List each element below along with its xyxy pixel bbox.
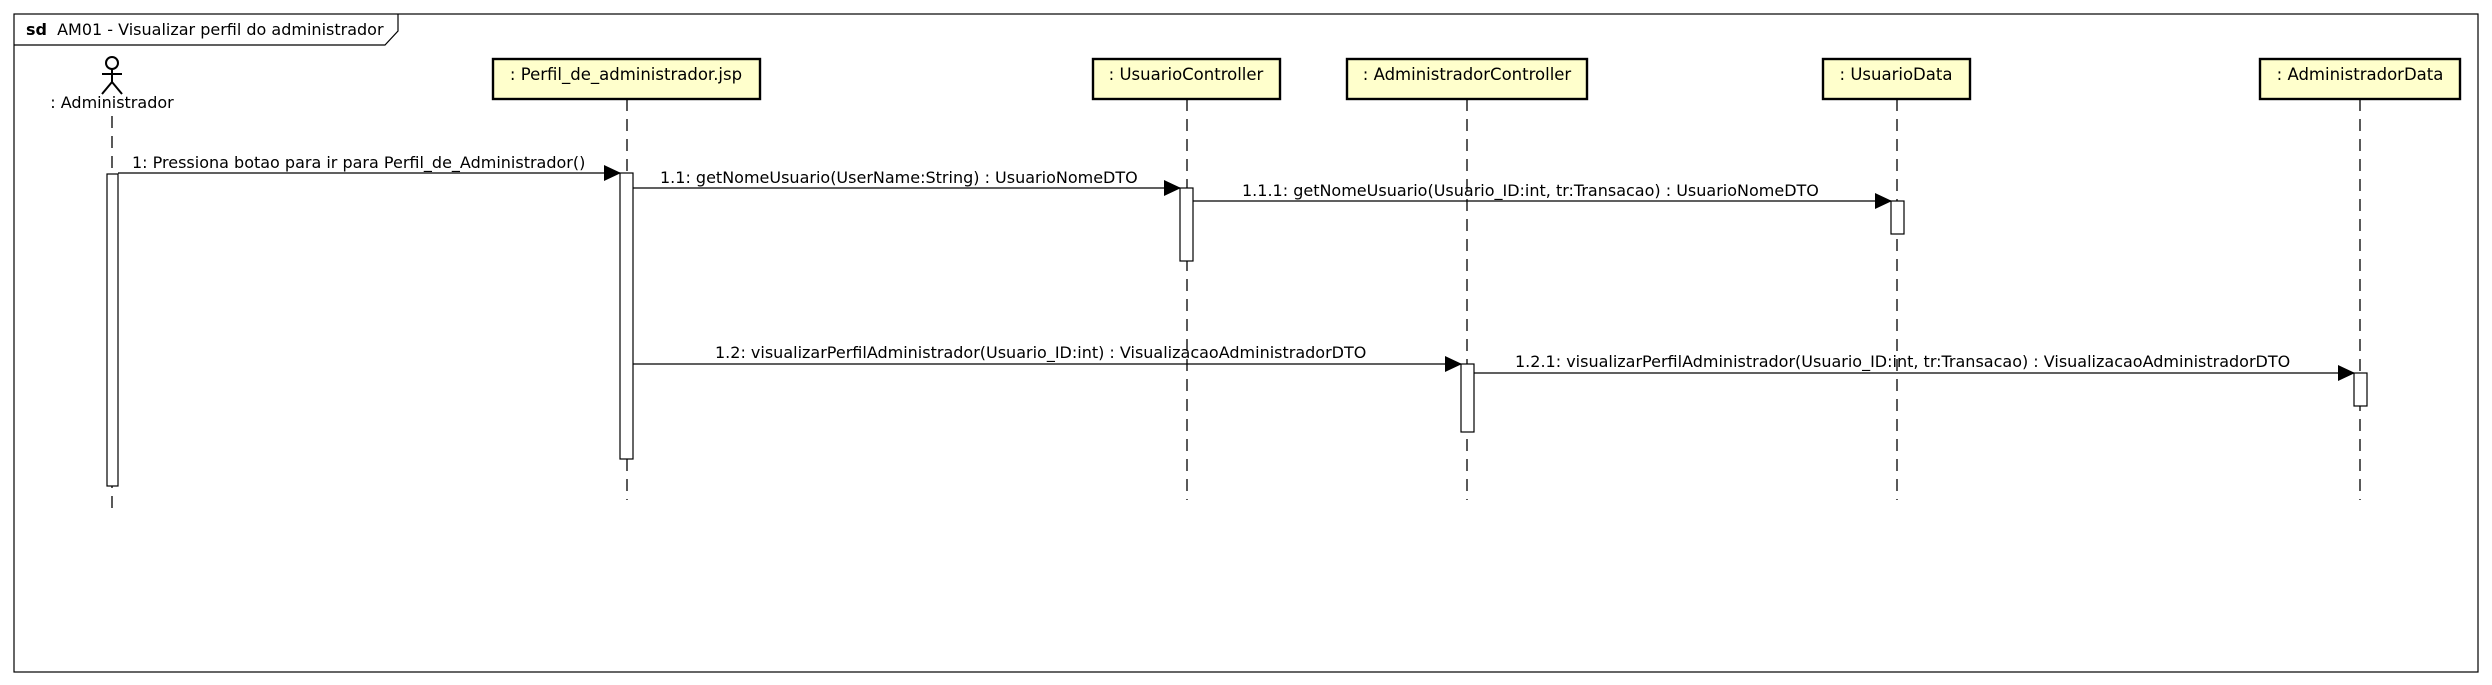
svg-text:sd AM01 - Visualizar per: sd AM01 - Visualizar perfil do administr… [26, 20, 384, 39]
lifeline-box [1091, 57, 1282, 101]
lifeline-box [2258, 57, 2462, 101]
actor-administrador: : Administrador [50, 56, 174, 510]
stick-figure-icon [101, 56, 123, 95]
activation-bar [2353, 372, 2368, 407]
activation-bar [1460, 363, 1475, 433]
activation-bar [1890, 200, 1905, 235]
lifeline-box [491, 57, 762, 101]
message-label: 1.1.1: getNomeUsuario(Usuario_ID:int, tr… [1242, 181, 1819, 201]
lifeline-box [1821, 57, 1972, 101]
lifeline-administrador-controller: : AdministradorController [1345, 57, 1589, 500]
lifeline-label: : Perfil_de_administrador.jsp [510, 65, 742, 85]
lifeline-label: : AdministradorData [2277, 65, 2444, 84]
lifeline-perfil-jsp: : Perfil_de_administrador.jsp [491, 57, 762, 500]
frame-keyword: sd [26, 20, 47, 39]
message-label: 1.2: visualizarPerfilAdministrador(Usuar… [715, 343, 1366, 363]
message-1: 1: Pressiona botao para ir para Perfil_d… [118, 153, 621, 181]
message-1-2: 1.2: visualizarPerfilAdministrador(Usuar… [633, 343, 1462, 372]
message-1-2-1: 1.2.1: visualizarPerfilAdministrador(Usu… [1474, 352, 2355, 381]
message-label: 1: Pressiona botao para ir para Perfil_d… [132, 153, 585, 173]
message-label: 1.1: getNomeUsuario(UserName:String) : U… [660, 168, 1138, 187]
message-1-1: 1.1: getNomeUsuario(UserName:String) : U… [633, 168, 1181, 196]
frame-title: AM01 - Visualizar perfil do administrado… [57, 20, 384, 39]
activation-bar [1179, 187, 1194, 262]
lifeline-usuario-controller: : UsuarioController [1091, 57, 1282, 500]
diagram-frame: sd AM01 - Visualizar perfil do administr… [13, 13, 2479, 673]
lifeline-label: : UsuarioController [1109, 65, 1264, 84]
activation-bar [619, 172, 634, 460]
lifeline-administrador-data: : AdministradorData [2258, 57, 2462, 500]
lifeline-usuario-data: : UsuarioData [1821, 57, 1972, 500]
actor-activation-bar [106, 173, 119, 487]
message-label: 1.2.1: visualizarPerfilAdministrador(Usu… [1515, 352, 2290, 372]
lifeline-label: : UsuarioData [1840, 65, 1953, 84]
lifeline-box [1345, 57, 1589, 101]
lifeline-label: : AdministradorController [1363, 65, 1572, 84]
message-1-1-1: 1.1.1: getNomeUsuario(Usuario_ID:int, tr… [1193, 181, 1892, 209]
actor-label: : Administrador [50, 93, 174, 112]
